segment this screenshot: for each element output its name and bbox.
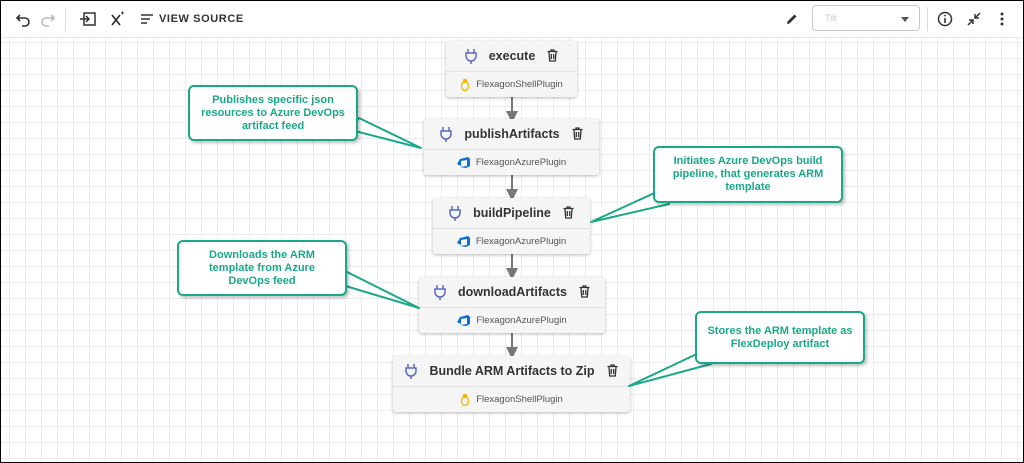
plugin-name: FlexagonAzurePlugin	[475, 156, 567, 168]
callout-text: Stores the ARM template as FlexDeploy ar…	[707, 324, 853, 350]
step-node-execute[interactable]: execute FlexagonShellPlugin	[446, 41, 577, 97]
step-title: buildPipeline	[473, 205, 551, 220]
toolbar-divider	[65, 7, 66, 31]
insert-step-button[interactable]	[77, 8, 99, 30]
toolbar-divider	[927, 7, 928, 31]
step-title: downloadArtifacts	[457, 284, 568, 299]
step-title: execute	[488, 48, 536, 63]
linux-icon	[461, 78, 470, 91]
edit-button[interactable]	[781, 8, 803, 30]
divider	[446, 71, 577, 72]
plug-icon	[449, 205, 461, 221]
view-source-button[interactable]: VIEW SOURCE	[141, 8, 244, 30]
collapse-button[interactable]	[963, 8, 985, 30]
azure-icon	[457, 314, 471, 326]
plugin-name: FlexagonShellPlugin	[476, 78, 563, 90]
callout-download: Downloads the ARM template from Azure De…	[177, 240, 347, 296]
undo-button[interactable]	[12, 8, 34, 30]
toolbar: VIEW SOURCE Tilt	[1, 1, 1023, 38]
layout-select[interactable]: Tilt	[812, 5, 920, 31]
step-title: Bundle ARM Artifacts to Zip	[429, 363, 595, 378]
callout-build: Initiates Azure DevOps build pipeline, t…	[653, 146, 843, 203]
collapse-icon	[967, 12, 981, 26]
plug-icon	[440, 126, 453, 142]
layout-select-value: Tilt	[825, 13, 837, 23]
undo-icon	[15, 14, 30, 27]
plugin-name: FlexagonAzurePlugin	[476, 314, 567, 326]
callout-store: Stores the ARM template as FlexDeploy ar…	[695, 311, 865, 364]
callout-text: Initiates Azure DevOps build pipeline, t…	[672, 155, 824, 193]
divider	[419, 307, 605, 308]
divider	[433, 228, 590, 229]
trash-icon[interactable]	[607, 364, 618, 377]
trash-icon[interactable]	[547, 49, 558, 62]
plugin-name: FlexagonShellPlugin	[476, 393, 563, 405]
plug-icon	[464, 48, 477, 64]
trash-icon[interactable]	[572, 127, 583, 140]
plugin-name: FlexagonAzurePlugin	[475, 235, 567, 247]
step-node-publishartifacts[interactable]: publishArtifacts FlexagonAzurePlugin	[424, 119, 599, 175]
azure-icon	[456, 156, 470, 168]
step-connectors	[506, 97, 518, 359]
step-node-bundle-arm-artifacts[interactable]: Bundle ARM Artifacts to Zip FlexagonShel…	[393, 356, 630, 412]
trash-icon[interactable]	[563, 206, 574, 219]
trash-icon[interactable]	[579, 285, 590, 298]
step-node-buildpipeline[interactable]: buildPipeline FlexagonAzurePlugin	[433, 198, 590, 254]
workflow-canvas[interactable]: execute FlexagonShellPlugin publishArtif…	[1, 38, 1023, 462]
info-button[interactable]	[934, 8, 956, 30]
divider	[424, 149, 599, 150]
callout-text: Downloads the ARM template from Azure De…	[209, 248, 315, 287]
redo-button[interactable]	[37, 8, 59, 30]
info-icon	[937, 11, 953, 27]
step-node-downloadartifacts[interactable]: downloadArtifacts FlexagonAzurePlugin	[419, 277, 605, 333]
azure-icon	[456, 235, 470, 247]
step-title: publishArtifacts	[464, 126, 560, 141]
variables-button[interactable]	[107, 8, 129, 30]
lines-icon	[141, 14, 153, 24]
insert-icon	[80, 12, 96, 26]
more-vert-icon	[1000, 12, 1004, 26]
redo-icon	[41, 14, 56, 27]
plug-icon	[434, 284, 446, 300]
linux-icon	[461, 393, 470, 406]
view-source-label: VIEW SOURCE	[159, 13, 244, 25]
variable-x-icon	[111, 11, 124, 26]
pencil-icon	[787, 14, 797, 24]
divider	[393, 386, 630, 387]
chevron-down-icon	[901, 17, 909, 22]
callout-publish: Publishes specific json resources to Azu…	[188, 85, 358, 141]
plug-icon	[405, 363, 418, 379]
more-options-button[interactable]	[994, 8, 1010, 30]
callout-text: Publishes specific json resources to Azu…	[201, 93, 345, 132]
